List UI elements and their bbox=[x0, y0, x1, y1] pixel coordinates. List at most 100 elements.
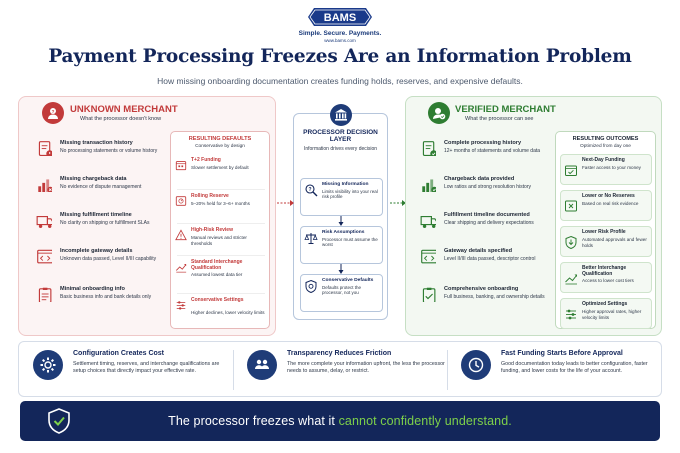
banner-text: The processor freezes what it cannot con… bbox=[20, 414, 660, 428]
chart-x-icon bbox=[36, 176, 54, 193]
right-arrow bbox=[390, 200, 406, 206]
vault-icon bbox=[175, 194, 187, 206]
takeaway-desc: Good documentation today leads to better… bbox=[501, 361, 648, 374]
verified-item-desc: Full business, banking, and ownership de… bbox=[444, 294, 545, 300]
calendar-check-icon bbox=[564, 163, 578, 177]
bottom-banner: The processor freezes what it cannot con… bbox=[20, 401, 660, 441]
unknown-person-icon: ? bbox=[42, 102, 64, 124]
outcome-title: Optimized Settings bbox=[582, 301, 628, 307]
divider bbox=[177, 293, 265, 294]
unknown-item-title: Incomplete gateway details bbox=[60, 248, 133, 254]
gear-icon bbox=[33, 350, 63, 380]
processor-subtitle: Information drives every decision bbox=[303, 146, 378, 152]
default-item-desc: Slower settlement by default bbox=[191, 165, 249, 170]
divider bbox=[177, 255, 265, 256]
unknown-item-desc: No clarity on shipping or fulfillment SL… bbox=[60, 220, 150, 226]
down-arrow bbox=[338, 216, 344, 226]
processor-card-title: Missing Information bbox=[322, 182, 369, 187]
clock-icon bbox=[461, 350, 491, 380]
outcome-title: Lower or No Reserves bbox=[582, 193, 635, 199]
trend-up-icon bbox=[564, 271, 578, 285]
outcome-desc: Faster access to your money bbox=[582, 165, 641, 170]
outcome-desc: Based on real risk evidence bbox=[582, 201, 639, 206]
outcome-title: Next-Day Funding bbox=[582, 157, 625, 163]
default-item-title: High-Risk Review bbox=[191, 227, 233, 233]
verified-item-title: Chargeback data provided bbox=[444, 176, 515, 182]
svg-text:?: ? bbox=[308, 187, 311, 193]
outcome-desc: Access to lower cost tiers bbox=[582, 278, 634, 283]
people-shield-icon bbox=[247, 350, 277, 380]
unknown-title: UNKNOWN MERCHANT bbox=[70, 104, 178, 115]
default-item-title: T+2 Funding bbox=[191, 157, 221, 163]
truck-icon bbox=[36, 212, 54, 228]
verified-subtitle: What the processor can see bbox=[465, 116, 534, 122]
divider bbox=[447, 350, 448, 390]
sliders-icon bbox=[175, 298, 187, 310]
takeaway-title: Transparency Reduces Friction bbox=[287, 350, 392, 357]
code-window-icon bbox=[420, 248, 438, 264]
unknown-item-title: Missing transaction history bbox=[60, 140, 133, 146]
outcome-title: Better Interchange Qualification bbox=[582, 265, 627, 277]
unknown-subtitle: What the processor doesn't know bbox=[80, 116, 162, 122]
default-item-desc: Higher declines, lower velocity limits bbox=[191, 310, 265, 315]
scale-icon bbox=[304, 231, 318, 245]
svg-text:BAMS: BAMS bbox=[324, 12, 356, 24]
verified-item-desc: 12+ months of statements and volume data bbox=[444, 148, 541, 154]
verified-item-title: Complete processing history bbox=[444, 140, 522, 146]
resulting-outcomes-box: RESULTING OUTCOMES Optimized from day on… bbox=[555, 131, 656, 329]
outcome-desc: Automated approvals and fewer holds bbox=[582, 237, 647, 248]
verified-item-desc: Level II/III data passed, descriptor con… bbox=[444, 256, 536, 262]
left-arrow bbox=[277, 200, 294, 206]
clipboard-check-icon bbox=[420, 286, 436, 304]
page-subtitle: How missing onboarding documentation cre… bbox=[157, 76, 523, 86]
vault-x-icon bbox=[564, 199, 578, 213]
verified-person-icon bbox=[428, 102, 450, 124]
magnifier-icon: ? bbox=[304, 183, 318, 197]
verified-item-title: Comprehensive onboarding bbox=[444, 286, 519, 292]
tagline: Simple. Secure. Payments. bbox=[298, 30, 382, 37]
processor-card-desc: Processor must assume the worst bbox=[322, 237, 378, 248]
processor-card-desc: Limits visibility into your real risk pr… bbox=[322, 189, 378, 200]
outcome-title: Lower Risk Profile bbox=[582, 229, 626, 235]
calendar-icon bbox=[175, 158, 187, 171]
default-item-desc: Manual reviews and stricter thresholds bbox=[191, 235, 247, 246]
defaults-subtitle: Conservative by design bbox=[195, 144, 245, 149]
unknown-item-desc: No processing statements or volume histo… bbox=[60, 148, 158, 154]
takeaway-desc: The more complete your information upfro… bbox=[287, 361, 445, 374]
outcomes-subtitle: Optimized from day one bbox=[580, 144, 631, 149]
resulting-defaults-box: RESULTING DEFAULTS Conservative by desig… bbox=[170, 131, 270, 329]
shield-check-icon bbox=[48, 408, 70, 434]
divider bbox=[233, 350, 234, 390]
divider bbox=[177, 189, 265, 190]
sliders-icon bbox=[564, 307, 578, 321]
default-item-desc: 5–20% held for 3–6+ months bbox=[191, 201, 250, 206]
shield-down-icon bbox=[564, 235, 578, 250]
verified-title: VERIFIED MERCHANT bbox=[455, 104, 556, 115]
outcome-desc: Higher approval rates, higher velocity l… bbox=[582, 309, 642, 320]
warning-icon bbox=[175, 228, 187, 241]
page-title: Payment Processing Freezes Are an Inform… bbox=[48, 46, 632, 67]
unknown-item-desc: Basic business info and bank details onl… bbox=[60, 294, 152, 300]
banner-text-main: The processor freezes what it bbox=[168, 414, 339, 428]
default-item-desc: Assumed lowest data tier bbox=[191, 272, 243, 277]
takeaway-title: Configuration Creates Cost bbox=[73, 350, 165, 357]
default-item-title: Standard Interchange Qualification bbox=[191, 259, 243, 271]
unknown-item-desc: No evidence of dispute management bbox=[60, 184, 142, 190]
takeaway-desc: Settlement timing, reserves, and interch… bbox=[73, 361, 220, 374]
site-url: www.bams.com bbox=[324, 38, 356, 43]
unknown-item-title: Missing chargeback data bbox=[60, 176, 127, 182]
defaults-title: RESULTING DEFAULTS bbox=[188, 136, 252, 142]
verified-item-desc: Clear shipping and delivery expectations bbox=[444, 220, 534, 226]
verified-item-title: Fulfillment timeline documented bbox=[444, 212, 530, 218]
svg-text:?: ? bbox=[52, 109, 55, 114]
